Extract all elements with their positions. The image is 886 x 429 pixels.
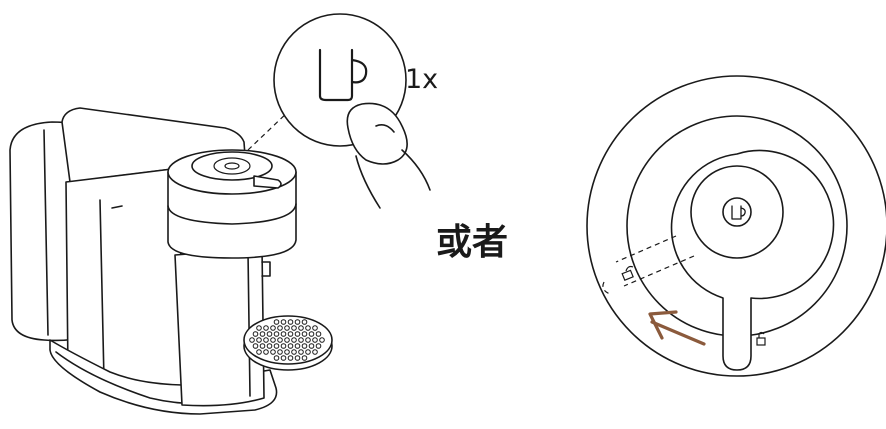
- drip-tray-hole: [291, 349, 297, 355]
- drip-tray-hole: [273, 343, 280, 349]
- drip-tray-hole: [294, 319, 301, 325]
- drip-tray-hole: [273, 319, 280, 325]
- drip-tray-hole: [280, 343, 287, 349]
- drip-tray-hole: [308, 343, 315, 349]
- drip-tray-hole: [284, 349, 290, 355]
- drip-tray-hole: [270, 337, 276, 343]
- drip-tray: [243, 315, 333, 371]
- drip-tray-hole: [305, 325, 311, 331]
- drip-tray-hole: [298, 349, 304, 355]
- drip-tray-hole: [301, 331, 308, 337]
- drip-tray-hole: [291, 325, 297, 331]
- drip-tray-hole: [312, 337, 318, 343]
- drip-tray-hole: [305, 337, 311, 343]
- drip-tray-hole: [277, 337, 283, 343]
- finger: [346, 102, 431, 209]
- drip-tray-hole: [256, 325, 262, 331]
- coffee-machine: [9, 107, 297, 415]
- drip-tray-hole: [284, 325, 290, 331]
- drip-tray-hole: [294, 343, 301, 349]
- press-count-label: 1x: [405, 64, 438, 95]
- drip-tray-hole: [301, 319, 308, 325]
- drip-tray-hole: [259, 343, 266, 349]
- cup-icon-small: [731, 205, 746, 220]
- drip-tray-hole: [270, 349, 276, 355]
- drip-tray-hole: [315, 331, 322, 337]
- drip-tray-hole: [252, 343, 259, 349]
- drip-tray-hole: [266, 343, 273, 349]
- drip-tray-hole: [312, 325, 318, 331]
- alternative-word: 或者: [436, 222, 508, 263]
- drip-tray-hole: [277, 325, 283, 331]
- drip-tray-hole: [266, 331, 273, 337]
- drip-tray-hole: [312, 349, 318, 355]
- cup-icon: [318, 48, 368, 102]
- drip-tray-hole: [259, 331, 266, 337]
- drip-tray-hole: [301, 355, 308, 361]
- drip-tray-hole: [284, 337, 290, 343]
- drip-tray-hole: [291, 337, 297, 343]
- drip-tray-hole: [298, 325, 304, 331]
- open-lock-icon: [621, 265, 634, 281]
- drip-tray-hole: [315, 343, 322, 349]
- drip-tray-hole: [298, 337, 304, 343]
- drip-tray-hole: [287, 331, 294, 337]
- drip-tray-hole: [263, 349, 269, 355]
- drip-tray-hole: [287, 319, 294, 325]
- drip-tray-hole: [270, 325, 276, 331]
- drip-tray-hole: [280, 355, 287, 361]
- drip-tray-hole: [294, 331, 301, 337]
- drip-tray-hole: [287, 343, 294, 349]
- rotation-arrow: [648, 310, 706, 346]
- drip-tray-hole: [256, 337, 262, 343]
- drip-tray-hole: [249, 337, 255, 343]
- drip-tray-hole: [280, 319, 287, 325]
- drip-tray-hole: [305, 349, 311, 355]
- drip-tray-hole: [256, 349, 262, 355]
- drip-tray-hole: [263, 325, 269, 331]
- unlock-icon: [756, 331, 766, 346]
- drip-tray-hole: [252, 331, 259, 337]
- drip-tray-hole: [308, 331, 315, 337]
- drip-tray-hole: [277, 349, 283, 355]
- drip-tray-hole: [294, 355, 301, 361]
- drip-tray-hole: [287, 355, 294, 361]
- lever-dial: [586, 75, 886, 377]
- drip-tray-hole: [280, 331, 287, 337]
- drip-tray-hole: [273, 355, 280, 361]
- drip-tray-hole: [263, 337, 269, 343]
- drip-tray-hole: [301, 343, 308, 349]
- drip-tray-hole: [319, 337, 325, 343]
- drip-tray-hole: [273, 331, 280, 337]
